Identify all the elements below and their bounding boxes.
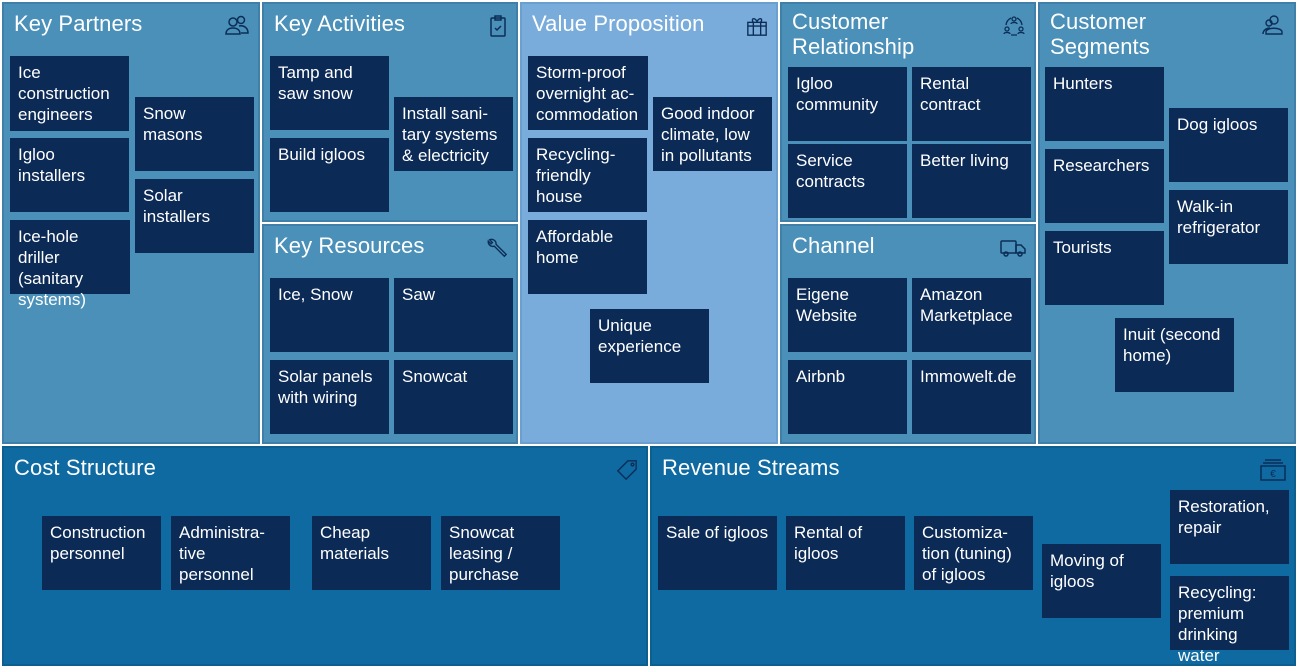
revenue-streams-title: Revenue Streams [662, 455, 840, 480]
clipboard-check-icon [488, 14, 508, 38]
price-tag-icon [616, 458, 638, 482]
card-snowcat-leasing[interactable]: Snowcat leasing / purchase [441, 516, 560, 590]
customer-relationship-panel: Customer Relationship Igloo community Re… [780, 2, 1036, 222]
card-cheap-materials[interactable]: Cheap materials [312, 516, 431, 590]
card-ice-hole-driller[interactable]: Ice-hole driller (sanitary systems) [10, 220, 130, 309]
card-igloo-installers[interactable]: Igloo installers [10, 138, 129, 212]
revenue-streams-panel: Revenue Streams € Sale of igloos Rental … [650, 446, 1296, 666]
card-solar-panels[interactable]: Solar panels with wiring [270, 360, 389, 434]
card-restoration-repair[interactable]: Restoration, repair [1170, 490, 1289, 564]
card-moving-of-igloos[interactable]: Moving of igloos [1042, 544, 1161, 618]
channel-panel: Channel Eigene Website Amazon Marketplac… [780, 224, 1036, 444]
card-rental-of-igloos[interactable]: Rental of igloos [786, 516, 905, 590]
gift-icon [746, 14, 768, 38]
card-storm-proof-accommodation[interactable]: Storm-proof overnight ac-commodation [528, 56, 648, 130]
card-better-living[interactable]: Better living [912, 144, 1031, 218]
card-immowelt[interactable]: Immowelt.de [912, 360, 1031, 434]
card-good-indoor-climate[interactable]: Good indoor climate, low in pollutants [653, 97, 772, 171]
svg-text:€: € [1270, 469, 1276, 480]
card-rental-contract[interactable]: Rental contract [912, 67, 1031, 141]
card-igloo-community[interactable]: Igloo community [788, 67, 907, 141]
customer-relationship-title: Customer Relationship [792, 9, 915, 59]
card-unique-experience[interactable]: Unique experience [590, 309, 709, 383]
card-service-contracts[interactable]: Service contracts [788, 144, 907, 218]
card-construction-personnel[interactable]: Construction personnel [42, 516, 161, 590]
card-walk-in-refrigerator[interactable]: Walk-in refrigerator [1169, 190, 1288, 264]
card-inuit-second-home[interactable]: Inuit (second home) [1115, 318, 1234, 392]
key-partners-panel: Key Partners Ice construction engineers … [2, 2, 260, 444]
card-tamp-and-saw-snow[interactable]: Tamp and saw snow [270, 56, 389, 130]
customer-segments-panel: Customer Segments Hunters Researchers To… [1038, 2, 1296, 444]
community-icon [1002, 14, 1026, 38]
card-customization-of-igloos[interactable]: Customiza-tion (tuning) of igloos [914, 516, 1033, 590]
card-ice-snow[interactable]: Ice, Snow [270, 278, 389, 352]
card-eigene-website[interactable]: Eigene Website [788, 278, 907, 352]
user-group-icon [1260, 14, 1286, 38]
truck-icon [1000, 236, 1026, 260]
channel-title: Channel [792, 233, 875, 258]
card-solar-installers[interactable]: Solar installers [135, 179, 254, 253]
card-airbnb[interactable]: Airbnb [788, 360, 907, 434]
card-recycling-friendly-house[interactable]: Recycling-friendly house [528, 138, 647, 212]
value-proposition-panel: Value Proposition Storm-proof overnight … [520, 2, 778, 444]
card-hunters[interactable]: Hunters [1045, 67, 1164, 141]
wrench-icon [486, 236, 508, 260]
card-amazon-marketplace[interactable]: Amazon Marketplace [912, 278, 1031, 352]
card-recycling-drinking-water[interactable]: Recycling: premium drinking water [1170, 576, 1289, 665]
key-resources-panel: Key Resources Ice, Snow Saw Solar panels… [262, 224, 518, 444]
card-affordable-home[interactable]: Affordable home [528, 220, 647, 294]
euro-cash-icon: € [1260, 458, 1286, 482]
card-tourists[interactable]: Tourists [1045, 231, 1164, 305]
cost-structure-panel: Cost Structure Construction personnel Ad… [2, 446, 648, 666]
card-administrative-personnel[interactable]: Administra-tive personnel [171, 516, 290, 590]
card-snowcat[interactable]: Snowcat [394, 360, 513, 434]
card-dog-igloos[interactable]: Dog igloos [1169, 108, 1288, 182]
card-install-sanitary-systems[interactable]: Install sani-tary systems & electricity [394, 97, 513, 171]
card-ice-construction-engineers[interactable]: Ice construction engineers [10, 56, 129, 131]
people-icon [224, 14, 250, 38]
card-build-igloos[interactable]: Build igloos [270, 138, 389, 212]
card-snow-masons[interactable]: Snow masons [135, 97, 254, 171]
customer-segments-title: Customer Segments [1050, 9, 1150, 59]
cost-structure-title: Cost Structure [14, 455, 157, 480]
key-activities-title: Key Activities [274, 11, 406, 36]
value-proposition-title: Value Proposition [532, 11, 705, 36]
key-resources-title: Key Resources [274, 233, 425, 258]
card-sale-of-igloos[interactable]: Sale of igloos [658, 516, 777, 590]
key-partners-title: Key Partners [14, 11, 143, 36]
card-saw[interactable]: Saw [394, 278, 513, 352]
key-activities-panel: Key Activities Tamp and saw snow Build i… [262, 2, 518, 222]
card-researchers[interactable]: Researchers [1045, 149, 1164, 223]
